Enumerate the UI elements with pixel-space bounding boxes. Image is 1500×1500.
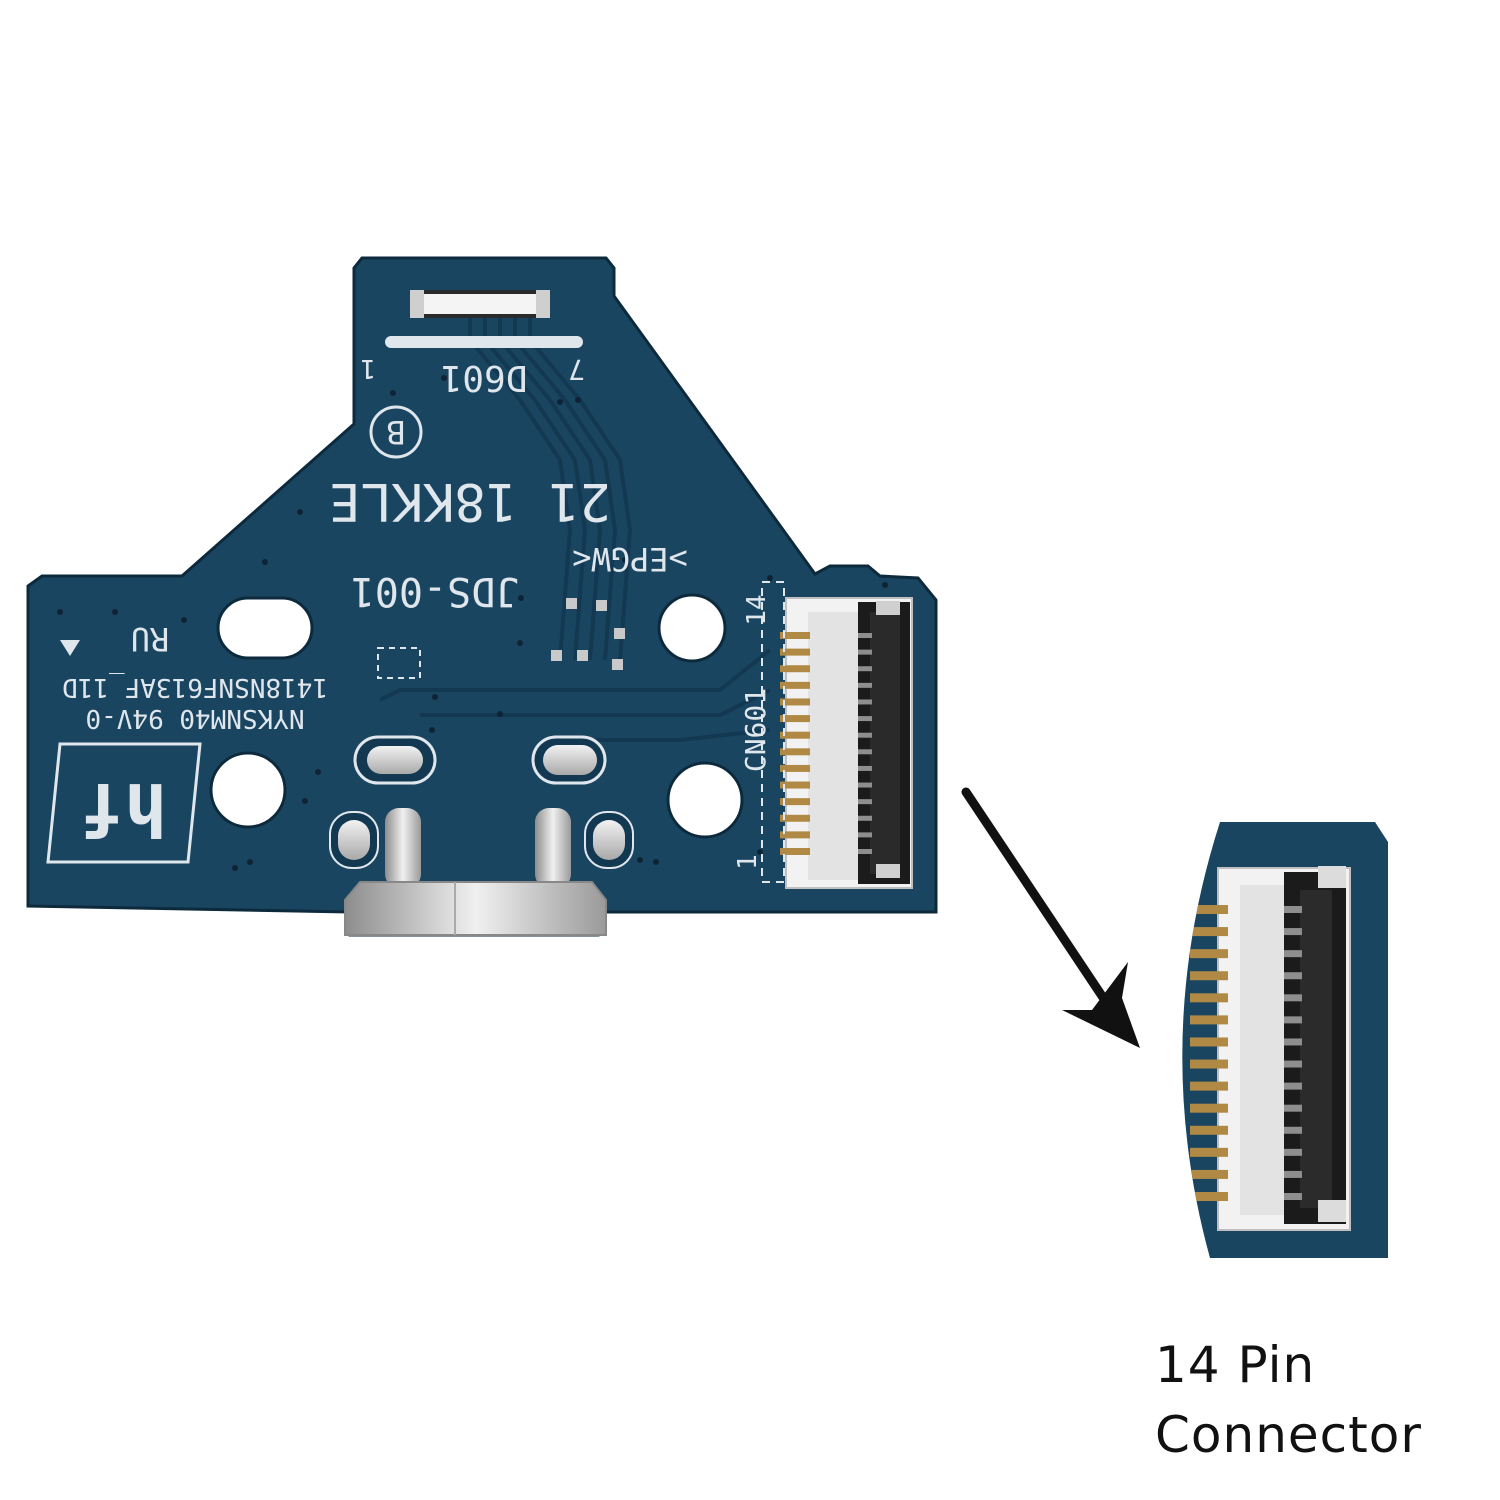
- connector-contact: [1284, 1193, 1302, 1200]
- connector-pin: [780, 798, 810, 806]
- connector-pin: [780, 748, 810, 756]
- connector-pin: [780, 831, 810, 839]
- connector-contact: [858, 815, 872, 821]
- connector-pin: [780, 731, 810, 739]
- connector-contact: [1284, 994, 1302, 1002]
- connector-contact: [858, 649, 872, 655]
- caption-line-2: Connector: [1155, 1406, 1422, 1464]
- connector-contact: [1284, 950, 1302, 958]
- charging-board: 1 7 D601 B 21 18KKLE >EPGW< JDS-001 RU 1…: [26, 256, 938, 937]
- silk-bracket: [761, 581, 785, 883]
- connector-contact: [858, 682, 872, 688]
- silk-pin-1-top: 1: [360, 353, 376, 383]
- silk-date-code: 21 18KKLE: [329, 471, 611, 531]
- connector-contact: [1284, 1038, 1302, 1046]
- connector-pin: [1190, 971, 1228, 981]
- connector-contact: [1284, 1082, 1302, 1090]
- connector-contact: [1284, 1126, 1302, 1134]
- pcb-traces: [379, 312, 772, 742]
- connector-pin: [780, 781, 810, 789]
- connector-contact: [858, 732, 872, 738]
- main-connector-14-pin: [780, 597, 913, 889]
- silk-model: JDS-001: [351, 568, 520, 614]
- connector-pin: [780, 665, 810, 673]
- connector-pin: [1190, 1103, 1228, 1113]
- silkscreen: 1 7 D601 B 21 18KKLE >EPGW< JDS-001 RU 1…: [46, 353, 772, 870]
- connector-pin: [780, 814, 810, 822]
- usb-port: [344, 808, 607, 936]
- connector-pin: [1190, 1081, 1228, 1091]
- connector-contact: [858, 633, 872, 638]
- connector-contact: [858, 782, 872, 788]
- silk-connector-ref: CN601: [739, 688, 772, 772]
- connector-contact: [1284, 1060, 1302, 1068]
- ic-outline: [377, 647, 421, 679]
- silk-revision: B: [386, 413, 405, 451]
- connector-pin: [1190, 1169, 1228, 1179]
- connector-pin: [780, 715, 810, 723]
- usb-pads: [329, 735, 634, 869]
- pcb-vias: [57, 375, 888, 871]
- connector-pin: [1190, 927, 1228, 937]
- connector-pin: [780, 848, 810, 855]
- connector-contact: [858, 666, 872, 672]
- connector-contact: [858, 765, 872, 771]
- connector-contact: [1284, 1148, 1302, 1156]
- mounting-holes: [209, 593, 744, 839]
- connector-pin: [1190, 1059, 1228, 1069]
- connector-contact: [858, 832, 872, 838]
- caption-line-1: 14 Pin: [1155, 1336, 1316, 1394]
- connector-contact: [858, 799, 872, 805]
- silk-ul-mark: RU: [131, 620, 170, 658]
- top-connector: [410, 290, 550, 318]
- revision-circle: [369, 405, 423, 459]
- connector-contact: [1284, 1170, 1302, 1178]
- connector-contact: [858, 749, 872, 755]
- connector-contact: [1284, 906, 1302, 913]
- connector-contact: [1284, 972, 1302, 980]
- connector-contact: [1284, 1104, 1302, 1112]
- connector-contact: [858, 699, 872, 705]
- connector-pin: [1190, 1147, 1228, 1157]
- connector-pin: [1190, 949, 1228, 959]
- connector-caption: 14 Pin Connector: [1155, 1330, 1495, 1470]
- connector-pin: [780, 648, 810, 656]
- silk-pin-7-top: 7: [568, 353, 585, 386]
- silk-marking: >EPGW<: [572, 540, 688, 578]
- connector-pin: [1190, 993, 1228, 1003]
- warning-triangle: [60, 640, 80, 656]
- connector-contact: [858, 849, 872, 854]
- connector-pin: [1190, 1037, 1228, 1047]
- silk-bar: [385, 336, 583, 348]
- connector-pin: [1190, 905, 1228, 914]
- silk-pin-14: 14: [742, 594, 772, 625]
- connector-contact: [1284, 928, 1302, 936]
- connector-contact: [1284, 1016, 1302, 1024]
- connector-pin: [780, 632, 810, 639]
- smd-components: [551, 598, 625, 670]
- silk-vendor-code: NYKSNM40 94V-0: [85, 703, 304, 733]
- connector-contact: [858, 716, 872, 722]
- connector-pin: [1190, 1015, 1228, 1025]
- connector-pin: [1190, 1192, 1228, 1201]
- connector-pin: [780, 764, 810, 772]
- connector-pin: [780, 698, 810, 706]
- logo-text: hf: [81, 767, 168, 851]
- silk-pin-1: 1: [733, 854, 763, 870]
- vendor-logo: hf: [46, 742, 202, 864]
- silk-part-number: 1418NSNF613AF_11D: [62, 672, 328, 702]
- silk-top-ref: D601: [441, 357, 528, 398]
- connector-pin: [1190, 1125, 1228, 1135]
- arrow-down-right-icon: [961, 787, 1140, 1048]
- connector-pin: [780, 681, 810, 689]
- connector-zoom-inset: [1182, 822, 1388, 1258]
